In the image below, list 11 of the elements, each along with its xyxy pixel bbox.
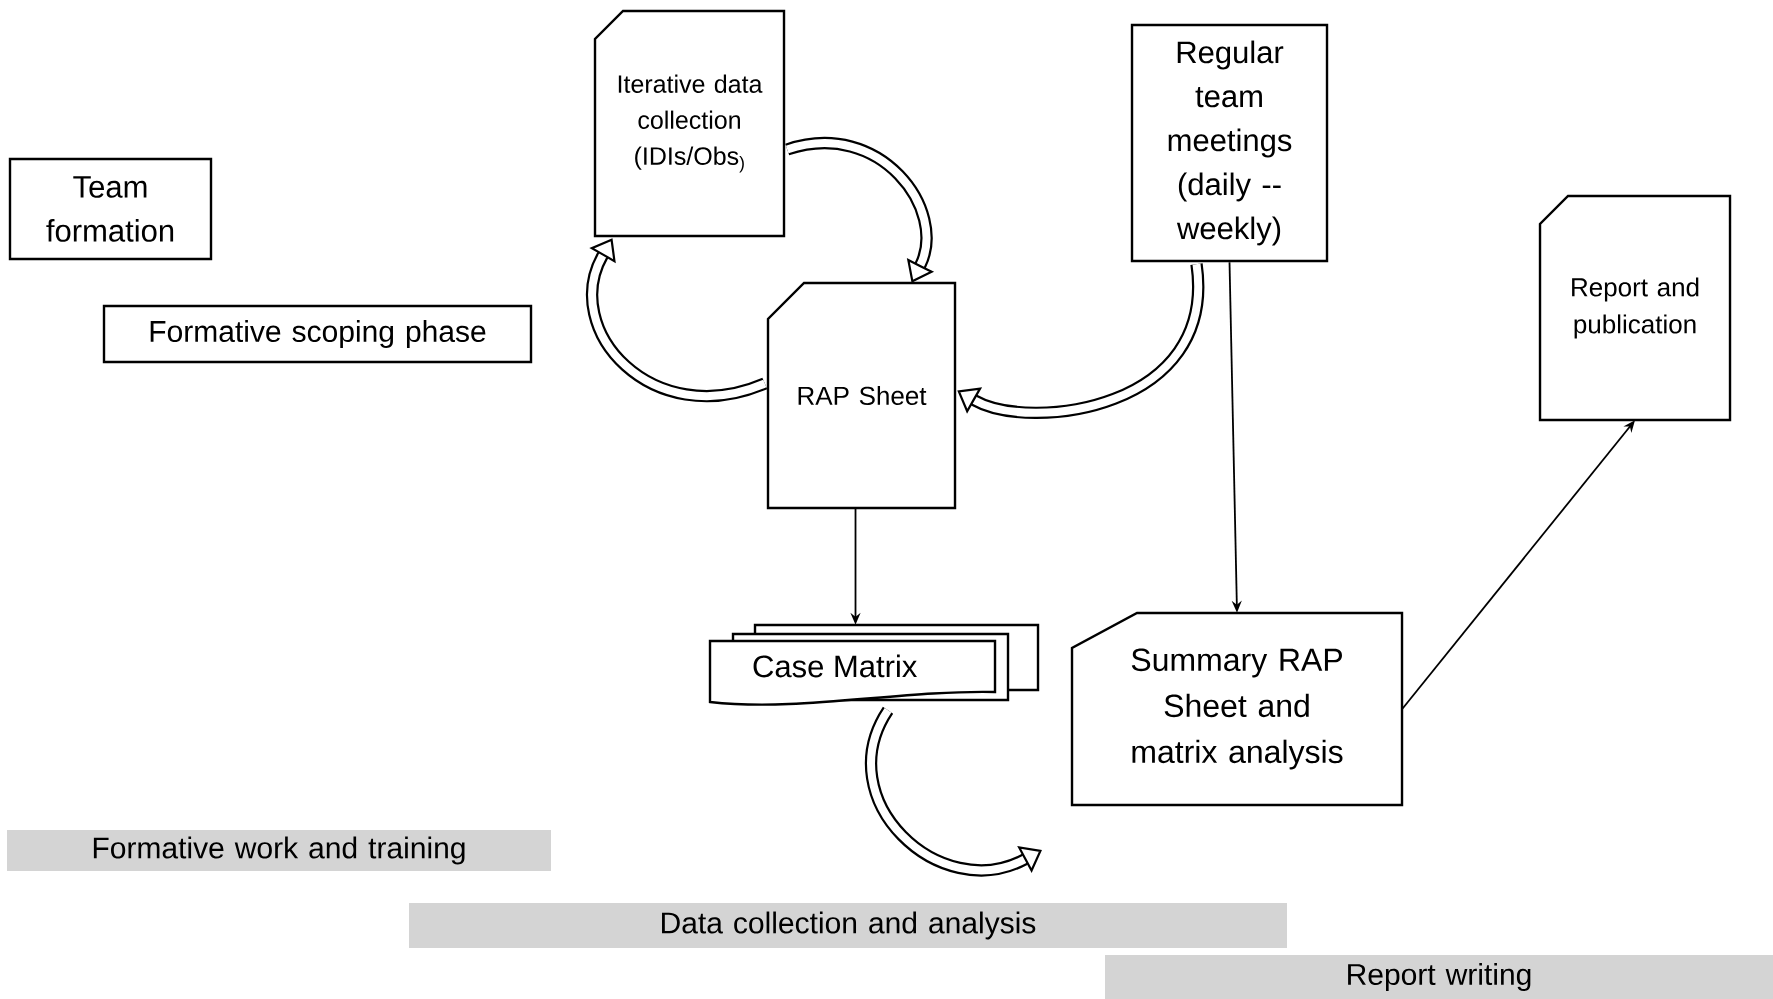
text-box: Formative scoping phase bbox=[102, 304, 533, 364]
text-box: Regular team meetings (daily -- weekly) bbox=[1130, 23, 1329, 263]
phase-bar: Formative work and training bbox=[7, 830, 551, 871]
phase-bar: Data collection and analysis bbox=[409, 903, 1287, 948]
curved-block-arrow bbox=[586, 238, 767, 403]
curved-block-arrow bbox=[957, 264, 1204, 420]
curved-block-arrow bbox=[785, 137, 935, 283]
phase-bar: Report writing bbox=[1105, 955, 1773, 999]
curved-block-arrow bbox=[865, 707, 1042, 877]
stacked-documents: Case Matrix bbox=[708, 623, 1040, 706]
text-box: Team formation bbox=[8, 157, 213, 261]
